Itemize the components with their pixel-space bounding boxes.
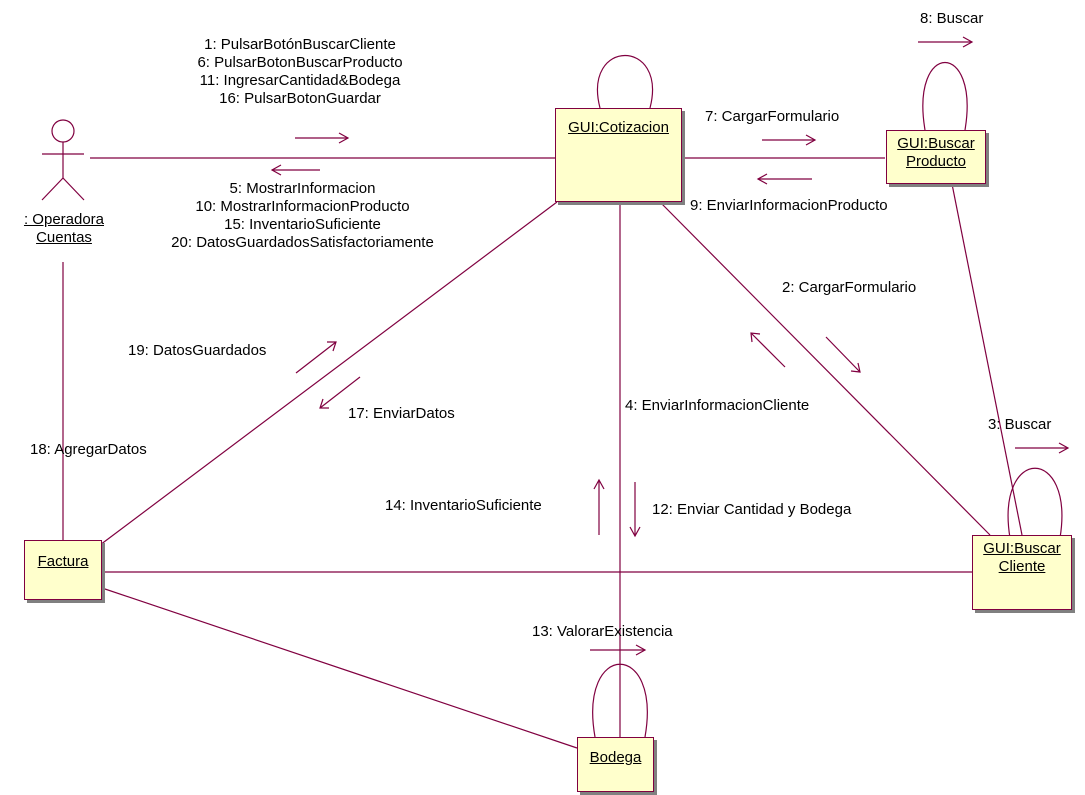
message-label: 11: IngresarCantidad&Bodega: [199, 72, 401, 89]
self-loop-cotizacion: [597, 54, 653, 109]
object-factura: Factura: [24, 540, 102, 600]
object-buscar-cliente-line1: GUI:Buscar: [983, 540, 1061, 557]
object-gui-cotizacion: GUI:Cotizacion: [555, 108, 682, 202]
self-loop-buscarcliente: [1007, 467, 1063, 539]
message-label: 10: MostrarInformacionProducto: [195, 198, 410, 215]
message-enviar-info-cliente: 4: EnviarInformacionCliente: [625, 397, 810, 414]
message-label: 5: MostrarInformacion: [229, 180, 376, 197]
message-label: 16: PulsarBotonGuardar: [219, 90, 381, 107]
object-gui-buscar-cliente: GUI:Buscar Cliente: [972, 535, 1072, 610]
message-buscar-self: 8: Buscar: [920, 10, 984, 27]
arrow-enviar-cliente: [750, 332, 786, 368]
object-buscar-producto-line2: Producto: [905, 153, 967, 170]
messages-cotizacion-to-actor: 5: MostrarInformacion 10: MostrarInforma…: [130, 180, 475, 252]
message-label: 15: InventarioSuficiente: [224, 216, 381, 233]
object-buscar-cliente-line2: Cliente: [998, 558, 1046, 575]
actor-name-line2: Cuentas: [36, 229, 92, 246]
object-bodega: Bodega: [577, 737, 654, 792]
message-enviar-cantidad-bodega: 12: Enviar Cantidad y Bodega: [652, 501, 852, 518]
object-gui-cotizacion-label: GUI:Cotizacion: [568, 119, 669, 136]
message-inventario-suficiente: 14: InventarioSuficiente: [385, 497, 542, 514]
arrow-cargar-cliente: [825, 336, 861, 373]
message-label: 20: DatosGuardadosSatisfactoriamente: [171, 234, 434, 251]
actor-stick-figure-icon: [41, 119, 85, 201]
message-cargar-formulario-producto: 7: CargarFormulario: [705, 108, 840, 125]
actor-operadora-cuentas: : Operadora Cuentas: [8, 211, 120, 247]
message-label: 1: PulsarBotónBuscarCliente: [204, 36, 396, 53]
message-enviar-datos: 17: EnviarDatos: [348, 405, 455, 422]
message-enviar-info-producto: 9: EnviarInformacionProducto: [690, 197, 888, 214]
self-loop-buscarproducto: [922, 61, 968, 131]
message-agregar-datos: 18: AgregarDatos: [30, 441, 147, 458]
object-gui-buscar-producto: GUI:Buscar Producto: [886, 130, 986, 184]
messages-actor-to-cotizacion: 1: PulsarBotónBuscarCliente 6: PulsarBot…: [140, 36, 460, 108]
message-datos-guardados: 19: DatosGuardados: [128, 342, 267, 359]
link-buscarproducto-buscarcliente: [951, 183, 1023, 536]
arrow-datos-guardados: [295, 341, 337, 374]
object-factura-label: Factura: [37, 553, 89, 570]
self-loop-bodega: [592, 663, 648, 738]
object-bodega-label: Bodega: [589, 749, 642, 766]
link-factura-bodega: [101, 587, 578, 749]
arrow-enviar-datos: [319, 376, 361, 409]
message-label: 6: PulsarBotonBuscarProducto: [197, 54, 403, 71]
link-cotizacion-factura: [99, 201, 558, 546]
message-valorar-existencia: 13: ValorarExistencia: [532, 623, 673, 640]
object-buscar-producto-line1: GUI:Buscar: [897, 135, 975, 152]
actor-name-line1: : Operadora: [23, 211, 105, 228]
message-buscar-cliente-self: 3: Buscar: [988, 416, 1052, 433]
message-cargar-formulario-cliente: 2: CargarFormulario: [782, 279, 917, 296]
link-cotizacion-buscarcliente: [659, 201, 991, 536]
